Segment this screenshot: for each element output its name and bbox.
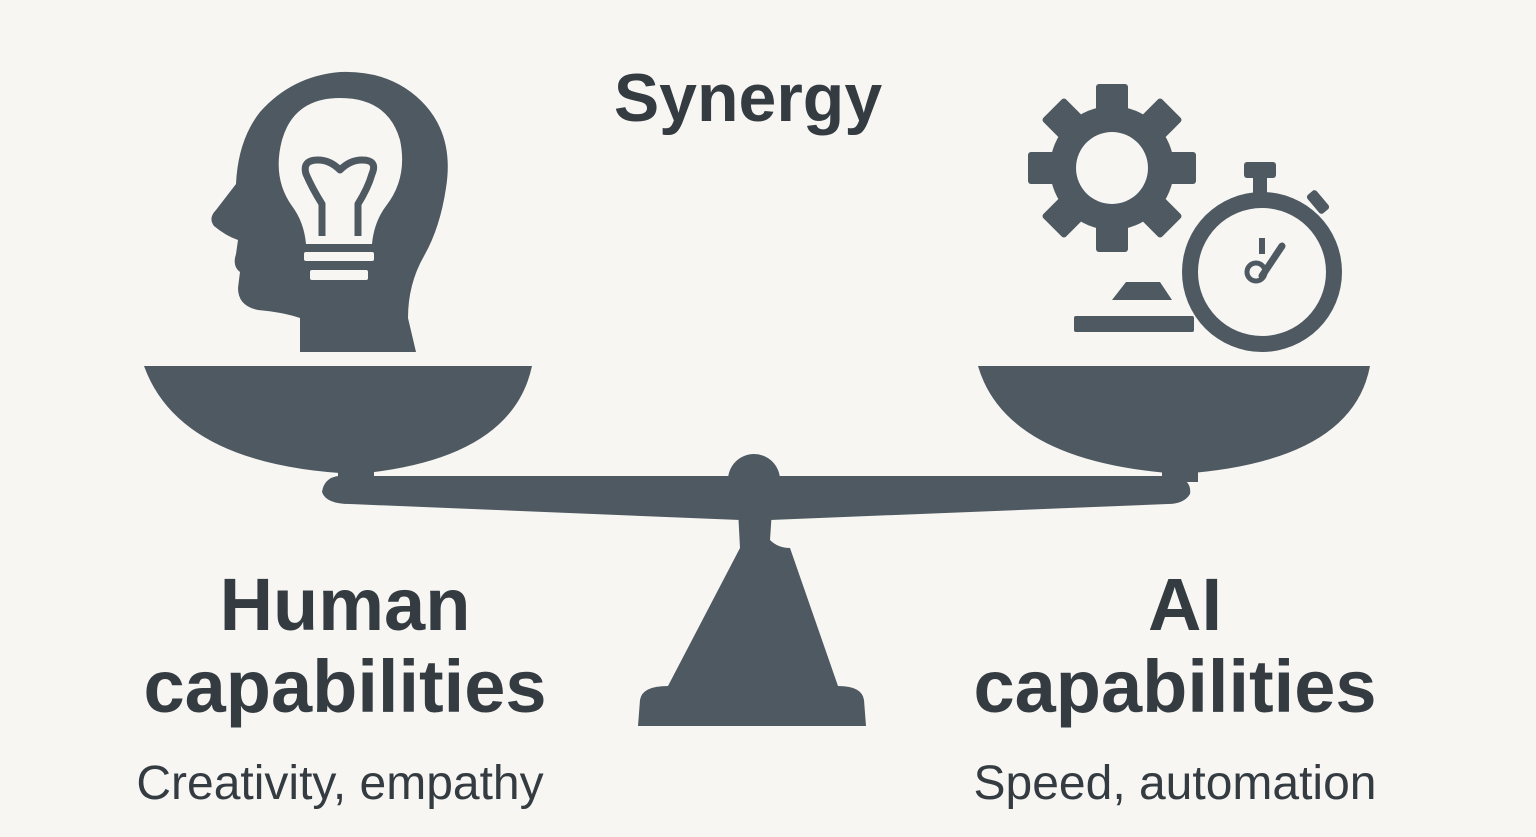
ai-capabilities-heading-line1: AI: [1148, 563, 1222, 646]
human-capabilities-heading-line2: capabilities: [143, 645, 547, 728]
ai-capabilities-subtext: Speed, automation: [973, 757, 1377, 810]
left-pan: [144, 366, 532, 474]
gear-stand-icon: [1074, 282, 1194, 332]
stopwatch-icon: [1182, 162, 1342, 352]
fulcrum-stand: [638, 510, 866, 726]
head-with-lightbulb-icon: [211, 71, 448, 352]
ai-capabilities-heading-line2: capabilities: [973, 645, 1377, 728]
gear-icon: [1028, 84, 1196, 252]
human-capabilities-subtext: Creativity, empathy: [136, 757, 544, 810]
human-capabilities-heading-line1: Human: [219, 563, 471, 646]
balance-scale: [144, 366, 1370, 726]
diagram-title: Synergy: [613, 60, 883, 136]
right-pan: [978, 366, 1370, 474]
